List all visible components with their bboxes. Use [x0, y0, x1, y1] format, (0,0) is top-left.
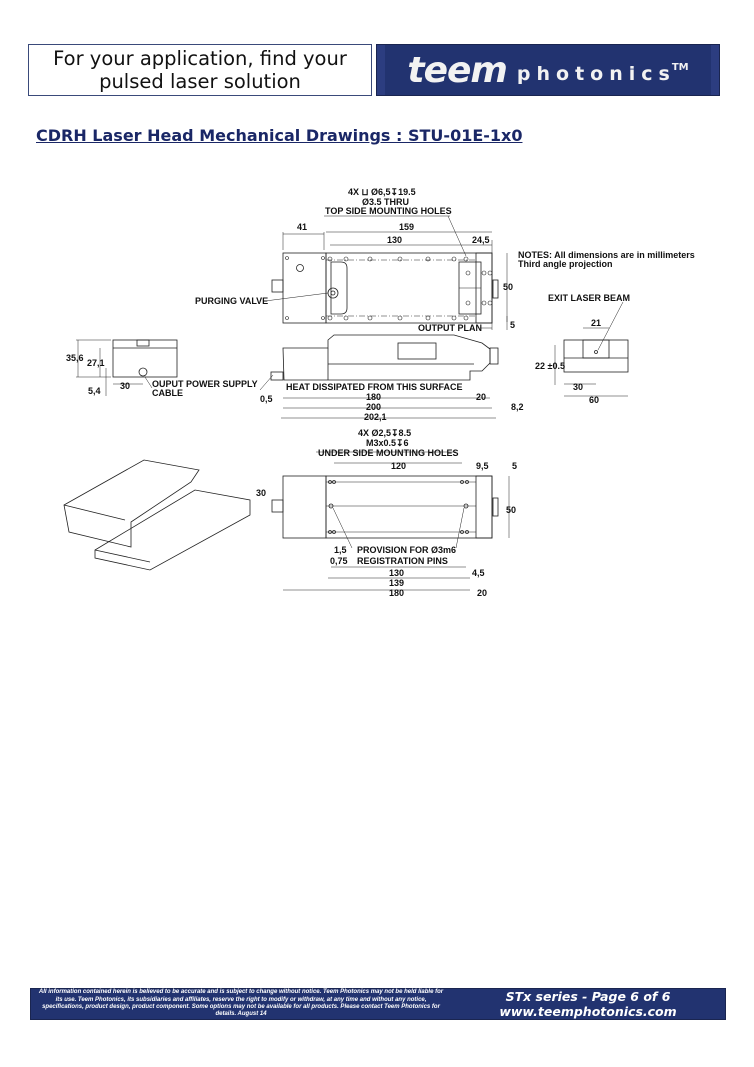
bottom-view	[271, 451, 510, 591]
logo-trademark: TM	[671, 61, 689, 73]
dim-200: 200	[366, 402, 381, 412]
dim-180-bottom: 180	[389, 588, 404, 598]
under-holes-spec: 4X Ø2,5↧8.5	[358, 428, 411, 438]
left-view	[76, 339, 178, 396]
dim-5-4: 5,4	[88, 386, 101, 396]
dim-120: 120	[391, 461, 406, 471]
dim-22: 22 ±0.5	[535, 361, 565, 371]
mechanical-drawing: 4X ⊔ Ø6,5↧19.5 Ø3.5 THRU TOP SIDE MOUNTI…	[63, 187, 695, 598]
tagline-line-1: For your application, find your	[53, 47, 347, 70]
dim-27-1: 27,1	[87, 358, 105, 368]
dim-180-side: 180	[366, 392, 381, 402]
dim-0-75: 0,75	[330, 556, 348, 566]
series-page-label: STx series - Page 6 of 6	[505, 989, 671, 1004]
power-cable-label-1: OUPUT POWER SUPPLY	[152, 379, 258, 389]
dim-30-end: 30	[573, 382, 583, 392]
dim-4-5: 4,5	[472, 568, 485, 578]
logo-edge	[377, 45, 385, 95]
power-cable-label-2: CABLE	[152, 388, 183, 398]
output-plan-label: OUTPUT PLAN	[418, 323, 482, 333]
top-holes-label: TOP SIDE MOUNTING HOLES	[325, 206, 452, 216]
dim-50-bottom: 50	[506, 505, 516, 515]
pins-label-1: PROVISION FOR Ø3m6	[357, 545, 456, 555]
exit-beam-label: EXIT LASER BEAM	[548, 293, 630, 303]
dim-202-1: 202,1	[364, 412, 387, 422]
dim-50-top: 50	[503, 282, 513, 292]
dim-1-5: 1,5	[334, 545, 347, 555]
dim-35-6: 35,6	[66, 353, 84, 363]
dim-130: 130	[387, 235, 402, 245]
under-holes-label: UNDER SIDE MOUNTING HOLES	[318, 448, 459, 458]
logo-photonics: photonics	[516, 63, 676, 85]
pins-label-2: REGISTRATION PINS	[357, 556, 448, 566]
dim-8-2: 8,2	[511, 402, 524, 412]
page-footer: All information contained herein is beli…	[30, 988, 726, 1020]
tagline-line-2: pulsed laser solution	[99, 70, 301, 93]
dim-9-5: 9,5	[476, 461, 489, 471]
notes-line-2: Third angle projection	[518, 259, 613, 269]
dim-5-bottom: 5	[512, 461, 517, 471]
dim-20-bottom: 20	[477, 588, 487, 598]
dim-20-side: 20	[476, 392, 486, 402]
disclaimer-box: All information contained herein is beli…	[31, 989, 451, 1019]
dim-139: 139	[389, 578, 404, 588]
dim-0-5: 0,5	[260, 394, 273, 404]
side-view	[259, 334, 499, 419]
logo-edge	[711, 45, 719, 95]
disclaimer-text: All information contained herein is beli…	[38, 989, 444, 1018]
end-view	[554, 301, 629, 397]
dim-30-bottom: 30	[256, 488, 266, 498]
dim-60: 60	[589, 395, 599, 405]
footer-info: STx series - Page 6 of 6 www.teemphotoni…	[451, 989, 725, 1019]
top-view	[264, 215, 508, 330]
dim-21: 21	[591, 318, 601, 328]
page-title: CDRH Laser Head Mechanical Drawings : ST…	[36, 126, 523, 145]
mounting-holes	[285, 256, 493, 321]
brand-logo: teem photonics TM	[376, 44, 720, 96]
top-holes-spec: 4X ⊔ Ø6,5↧19.5	[348, 187, 416, 197]
website-link[interactable]: www.teemphotonics.com	[499, 1004, 677, 1019]
isometric-view	[63, 459, 251, 571]
top-holes-thru: Ø3.5 THRU	[362, 197, 409, 207]
logo-teem: teem	[407, 49, 508, 91]
dim-24-5: 24,5	[472, 235, 490, 245]
dim-5-top: 5	[510, 320, 515, 330]
under-holes-thread: M3x0.5↧6	[366, 438, 409, 448]
notes-line-1: NOTES: All dimensions are in millimeters	[518, 250, 695, 260]
heat-surface-label: HEAT DISSIPATED FROM THIS SURFACE	[286, 382, 463, 392]
dim-130-bottom: 130	[389, 568, 404, 578]
dim-159: 159	[399, 222, 414, 232]
purging-valve-label: PURGING VALVE	[195, 296, 268, 306]
dim-30-left: 30	[120, 381, 130, 391]
dim-41: 41	[297, 222, 307, 232]
